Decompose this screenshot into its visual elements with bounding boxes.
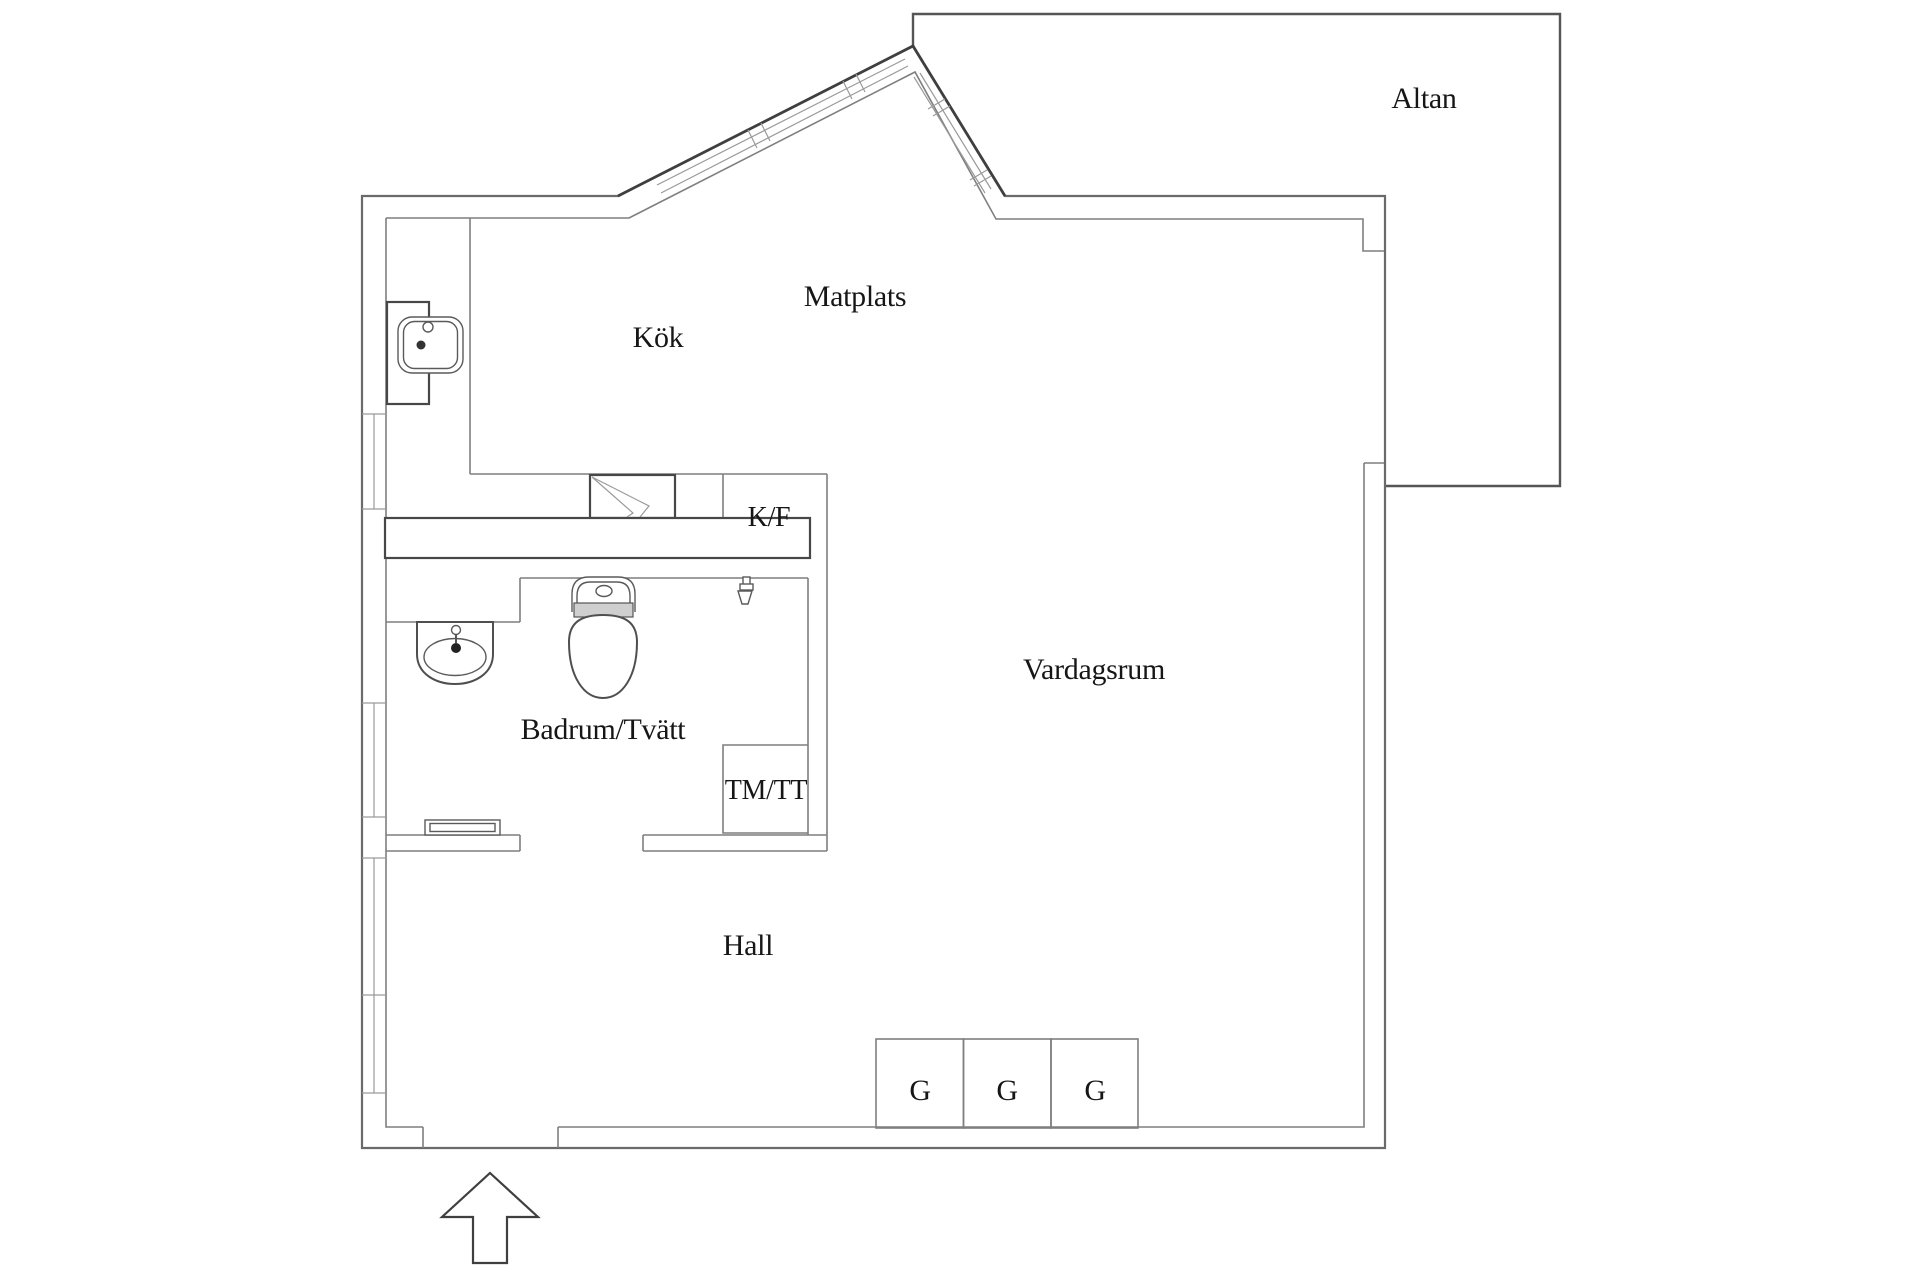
kitchen-sink-icon: [397, 316, 464, 374]
bathroom: [386, 576, 827, 852]
window-marker: [656, 58, 909, 194]
diagonal-window-wall: [617, 44, 1007, 198]
bay-window-left: [656, 58, 909, 194]
room-label-kf: K/F: [748, 502, 791, 533]
hall-wardrobes: G G G: [875, 1038, 1139, 1129]
entry-opening: [422, 1127, 559, 1148]
sink-faucet: [422, 321, 434, 333]
cabinet-chevron-icon: [588, 473, 677, 520]
window-mullion-ticks: [747, 73, 866, 149]
room-label-vardagsrum: Vardagsrum: [1023, 653, 1165, 686]
window-mullion-ticks: [927, 98, 992, 187]
fridge-freezer-counter: [383, 516, 812, 560]
room-label-altan: Altan: [1391, 82, 1456, 115]
bay-window-right: [913, 72, 992, 194]
wardrobe-label: G: [909, 1074, 930, 1107]
sink-basin-inner: [402, 320, 459, 370]
cabinet-fold-lines: [591, 476, 650, 518]
wardrobe-label: G: [1084, 1074, 1105, 1107]
left-wall-windows: [362, 413, 386, 1094]
partition-wall: [807, 474, 828, 851]
toilet-icon: [567, 576, 639, 700]
room-label-badrum: Badrum/Tvätt: [521, 713, 687, 746]
basin-drain: [451, 643, 461, 653]
interior-wall-top: [386, 70, 1384, 252]
entry-arrow-icon: [439, 1171, 541, 1265]
window-marker: [913, 72, 992, 194]
washer-dryer-niche: [722, 744, 808, 834]
basin-faucet: [450, 624, 462, 636]
bath-threshold-inner: [429, 822, 496, 833]
toilet-flush-button: [595, 584, 613, 598]
room-label-matplats: Matplats: [804, 280, 907, 313]
wardrobe-3: [1050, 1038, 1139, 1129]
kitchen: [383, 218, 827, 560]
room-label-kok: Kök: [633, 321, 684, 354]
altan-boundary-wall: [911, 12, 1562, 488]
bathroom-sink-icon: [416, 621, 494, 686]
toilet-bowl: [567, 613, 639, 700]
shower-mixer-icon: [737, 576, 754, 605]
sink-drain: [416, 340, 426, 350]
wardrobe-label: G: [996, 1074, 1017, 1107]
room-label-tmtt: TM/TT: [725, 775, 808, 806]
room-label-hall: Hall: [723, 929, 773, 962]
window-end-ticks: [362, 413, 386, 1094]
